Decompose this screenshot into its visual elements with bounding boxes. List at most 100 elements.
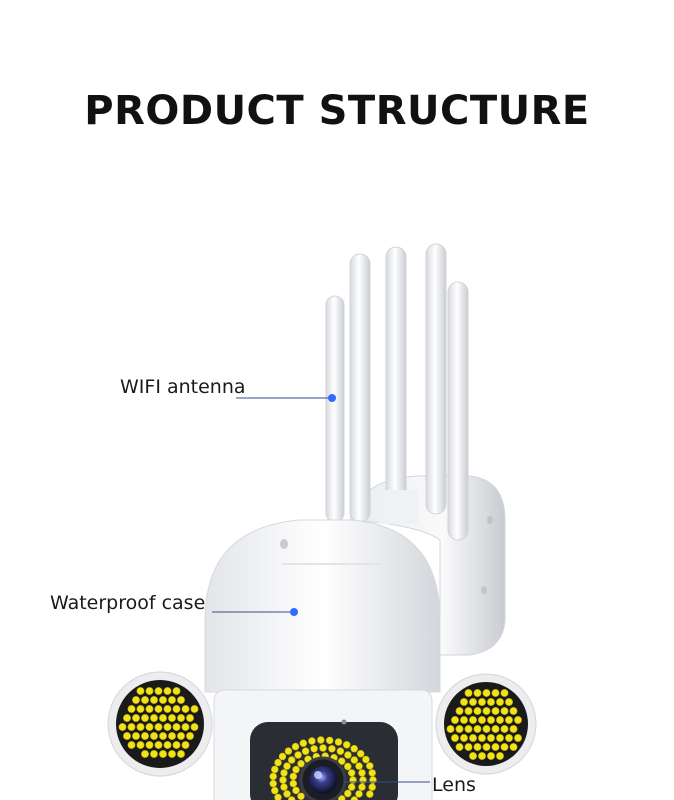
led-dot — [289, 772, 297, 781]
led-dot — [271, 765, 279, 774]
led-dot — [317, 736, 325, 744]
led-dot — [288, 756, 296, 764]
led-dot — [150, 696, 158, 704]
led-dot — [136, 723, 145, 731]
led-dot — [469, 752, 477, 760]
led-dot — [154, 723, 163, 731]
led-dot — [163, 741, 172, 749]
led-dot — [496, 752, 504, 760]
led-dot — [350, 744, 358, 753]
led-dot — [168, 696, 176, 704]
led-dot — [482, 689, 491, 697]
led-dot — [141, 714, 149, 722]
led-dot — [172, 723, 181, 731]
led-dot — [446, 725, 455, 733]
led-dot — [487, 716, 495, 724]
led-dot — [509, 743, 518, 751]
wifi-antenna-label: WIFI antenna — [120, 376, 246, 398]
led-dot — [292, 765, 300, 774]
led-dot — [500, 743, 509, 751]
led-dot — [145, 741, 154, 749]
led-dot — [283, 790, 291, 798]
led-dot — [500, 725, 509, 733]
led-dot — [338, 757, 346, 765]
led-dot — [181, 705, 190, 713]
led-dot — [496, 716, 504, 724]
led-dot — [505, 734, 513, 742]
led-dot — [478, 752, 486, 760]
led-dot — [159, 732, 167, 740]
led-dot — [343, 741, 351, 749]
led-dot — [464, 689, 473, 697]
led-dot — [177, 714, 185, 722]
led-dot — [274, 793, 282, 800]
led-dot — [487, 734, 495, 742]
led-dot — [355, 762, 363, 770]
led-dot — [177, 696, 185, 704]
led-dot — [328, 745, 336, 753]
waterproof-case-label: Waterproof case — [50, 592, 206, 614]
callout-dot-case — [290, 608, 298, 616]
led-dot — [469, 734, 477, 742]
led-dot — [464, 743, 473, 751]
led-dot — [473, 725, 482, 733]
led-dot — [159, 696, 167, 704]
led-dot — [291, 742, 300, 751]
led-dot — [464, 707, 473, 715]
antenna-2 — [349, 253, 371, 523]
led-dot — [451, 716, 459, 724]
led-dot — [136, 741, 145, 749]
led-dot — [460, 698, 468, 706]
led-dot — [141, 732, 149, 740]
led-dot — [279, 776, 287, 784]
led-dot — [355, 790, 363, 798]
led-dot — [163, 705, 172, 713]
led-dot — [505, 716, 513, 724]
led-dot — [150, 714, 158, 722]
led-dot — [469, 716, 477, 724]
led-dot — [473, 707, 482, 715]
led-dot — [455, 725, 464, 733]
antenna-3 — [385, 246, 407, 506]
led-dot — [141, 696, 149, 704]
led-dot — [301, 747, 310, 755]
led-dot — [344, 789, 352, 798]
led-dot — [366, 762, 374, 770]
led-dot — [145, 723, 154, 731]
led-dot — [491, 743, 500, 751]
led-dot — [357, 749, 365, 758]
led-dot — [514, 716, 522, 724]
led-dot — [455, 707, 464, 715]
led-dot — [491, 689, 500, 697]
page-title: PRODUCT STRUCTURE — [84, 88, 590, 134]
led-dot — [478, 734, 486, 742]
led-dot — [469, 698, 477, 706]
led-dot — [190, 723, 199, 731]
led-dot — [154, 741, 163, 749]
led-dot — [163, 687, 172, 695]
led-dot — [348, 769, 356, 777]
led-dot — [473, 689, 482, 697]
led-array-left — [118, 687, 199, 758]
led-dot — [141, 750, 149, 758]
led-dot — [181, 723, 190, 731]
led-dot — [460, 734, 468, 742]
led-dot — [473, 743, 482, 751]
led-dot — [186, 732, 194, 740]
led-dot — [362, 755, 370, 764]
led-dot — [294, 751, 302, 759]
led-dot — [310, 745, 318, 753]
led-dot — [278, 752, 287, 761]
led-dot — [358, 783, 366, 791]
led-dot — [123, 732, 131, 740]
led-dot — [172, 705, 181, 713]
led-dot — [181, 741, 190, 749]
camera-lens — [299, 756, 347, 800]
led-dot — [127, 723, 136, 731]
led-dot — [500, 689, 509, 697]
led-dot — [177, 750, 185, 758]
led-dot — [127, 705, 136, 713]
led-dot — [496, 734, 504, 742]
led-dot — [163, 723, 172, 731]
